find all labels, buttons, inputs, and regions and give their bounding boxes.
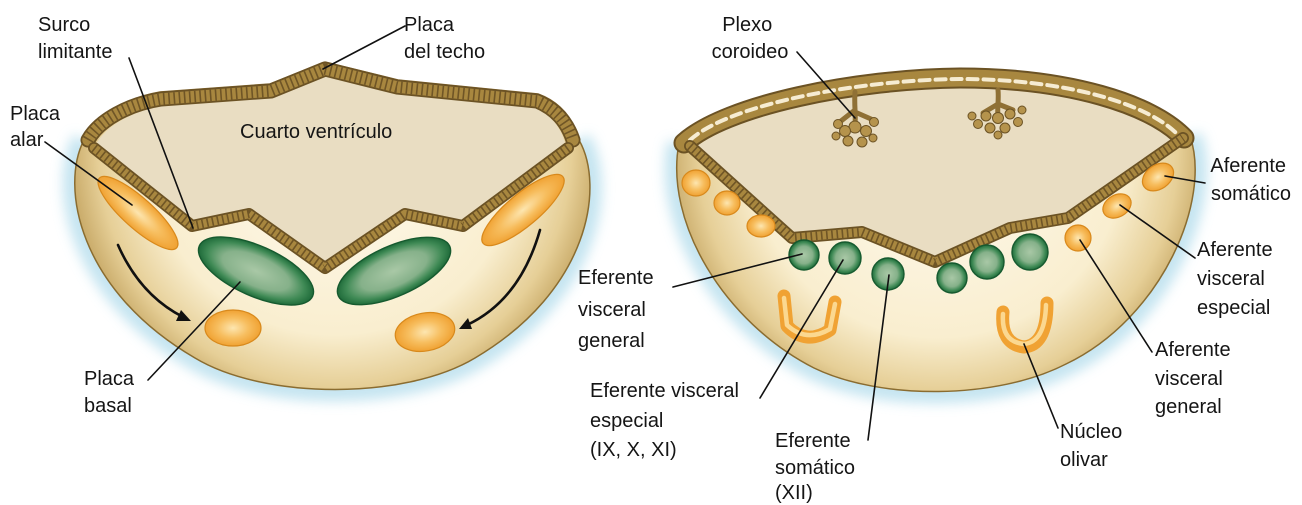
label-placa-del-techo: Placa del techo [404, 14, 485, 63]
label-aferente-visceral-general: Aferente visceral general [1155, 339, 1236, 418]
general-visceral-efferent-nucleus-left [789, 240, 819, 270]
label-eferente-visceral-especial: Eferente visceral especial (IX, X, XI) [590, 380, 745, 461]
orange-nucleus-left-3 [747, 215, 775, 237]
label-surco-limitante: Surco limitante [38, 14, 112, 63]
special-visceral-efferent-nucleus-right [970, 245, 1004, 279]
label-eferente-visceral-general: Eferente visceral general [578, 267, 659, 352]
leader-placa-del-techo [323, 26, 405, 69]
left-basal-nucleus-orange [205, 310, 261, 346]
general-visceral-afferent-nucleus [1065, 225, 1091, 251]
left-section: Surco limitante Placa del techo Cuarto v… [10, 14, 590, 417]
label-eferente-somatico: Eferente somático (XII) [775, 430, 861, 504]
label-plexo-coroideo: Plexo coroideo [712, 14, 789, 63]
label-aferente-somatico: Aferente somático [1210, 155, 1291, 205]
orange-nucleus-left-1 [682, 170, 710, 196]
general-visceral-efferent-nucleus-right [1012, 234, 1048, 270]
label-nucleo-olivar: Núcleo olivar [1060, 421, 1128, 471]
label-placa-basal: Placa basal [84, 368, 140, 417]
label-placa-alar: Placa alar [10, 103, 66, 151]
orange-nucleus-left-2 [714, 191, 740, 215]
label-aferente-visceral-especial: Aferente visceral especial [1197, 239, 1278, 319]
right-section: Plexo coroideo Aferente somático Aferent… [578, 14, 1292, 504]
somatic-efferent-nucleus-right [937, 263, 967, 293]
label-cuarto-ventriculo: Cuarto ventrículo [240, 121, 392, 143]
special-visceral-efferent-nucleus-left [829, 242, 861, 274]
